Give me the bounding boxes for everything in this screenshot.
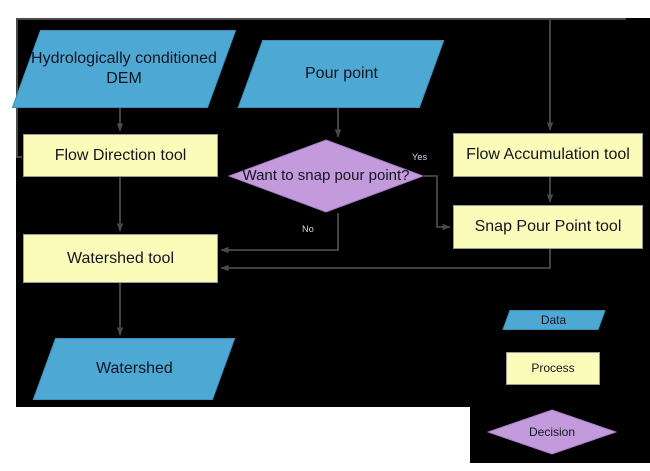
node-label: Want to snap pour point? bbox=[242, 166, 410, 184]
frame-top-line bbox=[16, 18, 626, 20]
legend-item-data: Data bbox=[502, 310, 606, 330]
node-label: Hydrologically conditioned DEM bbox=[31, 50, 217, 87]
node-flow-direction-tool[interactable]: Flow Direction tool bbox=[23, 134, 218, 177]
legend-decision-diamond-shape bbox=[487, 409, 617, 455]
node-want-to-snap-pour-point[interactable]: Want to snap pour point? bbox=[228, 139, 424, 213]
legend-label: Decision bbox=[528, 424, 576, 439]
legend-item-decision: Decision bbox=[487, 409, 617, 455]
node-watershed[interactable]: Watershed bbox=[32, 338, 236, 400]
decision-diamond-shape bbox=[228, 139, 424, 213]
edge-label-yes: Yes bbox=[412, 152, 428, 162]
node-label: Watershed tool bbox=[66, 249, 174, 267]
node-flow-accumulation-tool[interactable]: Flow Accumulation tool bbox=[453, 133, 643, 177]
node-snap-pour-point-tool[interactable]: Snap Pour Point tool bbox=[453, 205, 643, 249]
node-label: Watershed bbox=[95, 360, 173, 377]
node-hydrologically-conditioned-dem[interactable]: Hydrologically conditioned DEM bbox=[11, 30, 237, 108]
node-watershed-tool[interactable]: Watershed tool bbox=[23, 234, 218, 283]
legend-label: Process bbox=[531, 361, 575, 375]
node-label: Snap Pour Point tool bbox=[474, 218, 622, 235]
frame-left-line bbox=[16, 18, 18, 158]
node-label: Flow Direction tool bbox=[54, 146, 187, 164]
node-label: Pour point bbox=[304, 65, 378, 82]
node-label: Flow Accumulation tool bbox=[466, 146, 630, 163]
legend-label: Data bbox=[541, 312, 567, 327]
node-pour-point[interactable]: Pour point bbox=[237, 40, 445, 108]
edge-label-no: No bbox=[302, 224, 314, 234]
legend-item-process: Process bbox=[506, 352, 600, 385]
